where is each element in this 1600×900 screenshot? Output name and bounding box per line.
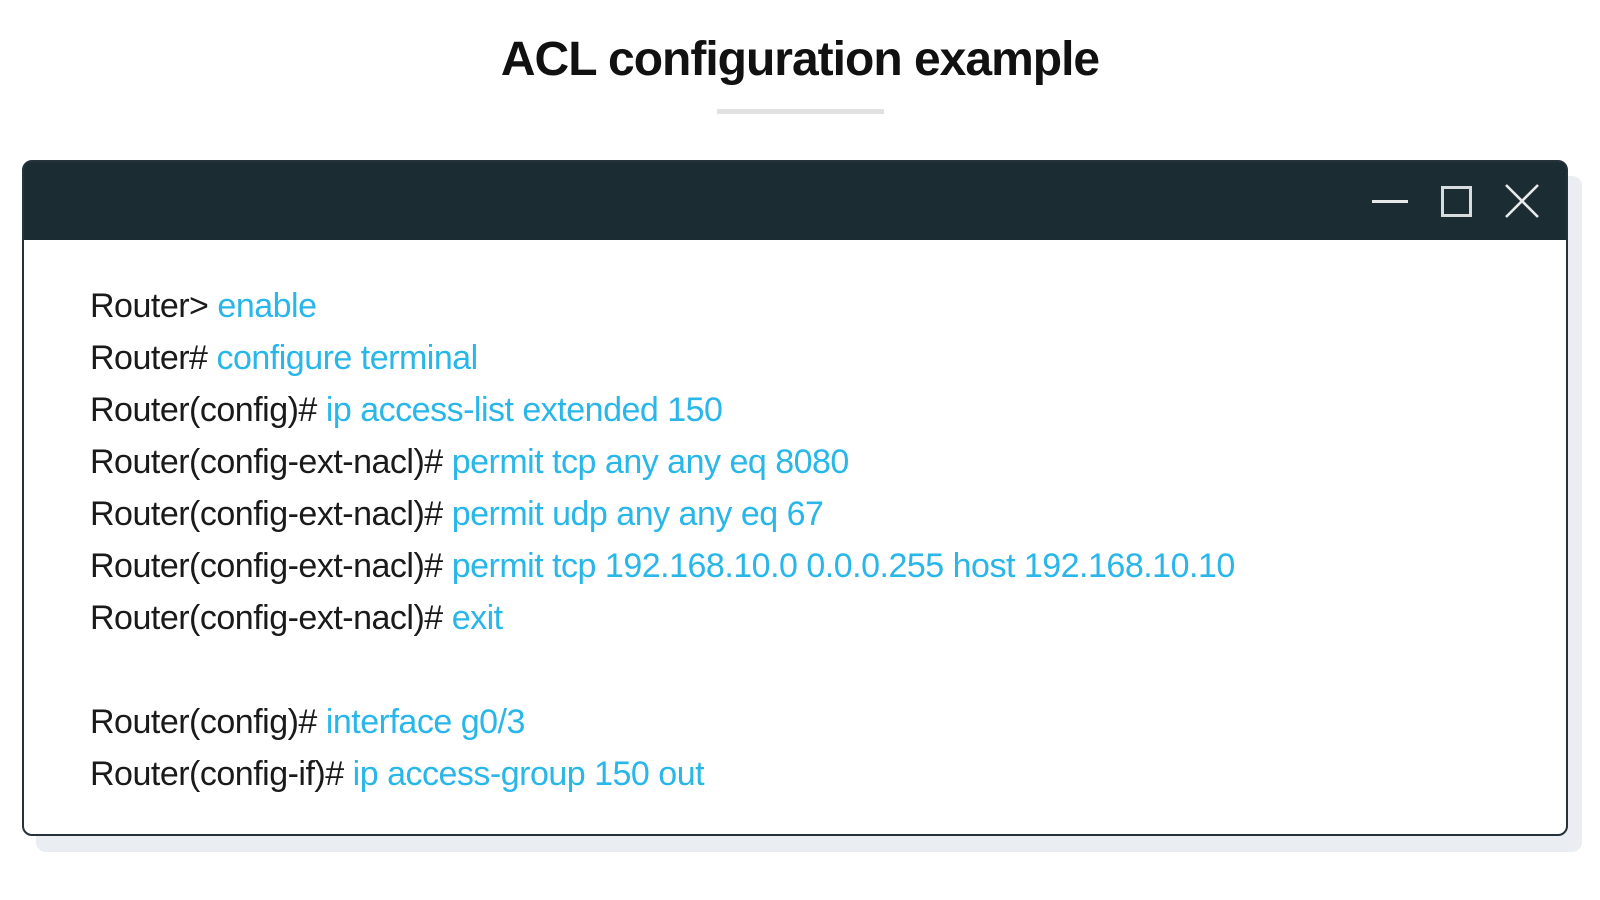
maximize-button[interactable] xyxy=(1438,183,1474,219)
command-text: ip access-group 150 out xyxy=(352,755,705,793)
title-divider xyxy=(716,109,884,114)
terminal-line: Router(config-ext-nacl)#permit tcp 192.1… xyxy=(90,540,1526,592)
prompt-text: Router(config-ext-nacl)# xyxy=(90,443,443,481)
terminal-line: Router(config)#ip access-list extended 1… xyxy=(90,384,1526,436)
terminal-line: Router>enable xyxy=(90,280,1526,332)
minimize-button[interactable] xyxy=(1372,183,1408,219)
terminal-line: Router(config-ext-nacl)#permit tcp any a… xyxy=(90,436,1526,488)
terminal-window: Router>enable Router#configure terminal … xyxy=(22,160,1568,836)
prompt-text: Router# xyxy=(90,339,208,377)
command-text: permit udp any any eq 67 xyxy=(451,495,824,533)
page-header: ACL configuration example xyxy=(0,0,1600,114)
terminal-line: Router(config-ext-nacl)#permit udp any a… xyxy=(90,488,1526,540)
terminal-line: Router#configure terminal xyxy=(90,332,1526,384)
close-button[interactable] xyxy=(1504,183,1540,219)
prompt-text: Router(config-ext-nacl)# xyxy=(90,599,443,637)
prompt-text: Router(config-ext-nacl)# xyxy=(90,547,443,585)
terminal-blank-line xyxy=(90,644,1526,696)
command-text: exit xyxy=(451,599,503,637)
prompt-text: Router(config)# xyxy=(90,703,317,741)
close-icon xyxy=(1505,184,1539,218)
terminal-line: Router(config)#interface g0/3 xyxy=(90,696,1526,748)
command-text: interface g0/3 xyxy=(325,703,526,741)
command-text: enable xyxy=(217,287,317,325)
prompt-text: Router(config)# xyxy=(90,391,317,429)
minimize-icon xyxy=(1372,199,1408,203)
prompt-text: Router(config-if)# xyxy=(90,755,344,793)
prompt-text: Router> xyxy=(90,287,209,325)
command-text: configure terminal xyxy=(216,339,478,377)
window-titlebar xyxy=(24,162,1566,240)
command-text: permit tcp 192.168.10.0 0.0.0.255 host 1… xyxy=(451,547,1236,585)
command-text: ip access-list extended 150 xyxy=(325,391,723,429)
terminal-body[interactable]: Router>enable Router#configure terminal … xyxy=(24,240,1566,800)
maximize-icon xyxy=(1440,185,1472,217)
terminal-line: Router(config-if)#ip access-group 150 ou… xyxy=(90,748,1526,800)
terminal-line: Router(config-ext-nacl)#exit xyxy=(90,592,1526,644)
window-controls xyxy=(1372,183,1540,219)
prompt-text: Router(config-ext-nacl)# xyxy=(90,495,443,533)
page-title: ACL configuration example xyxy=(500,33,1100,86)
command-text: permit tcp any any eq 8080 xyxy=(451,443,850,481)
